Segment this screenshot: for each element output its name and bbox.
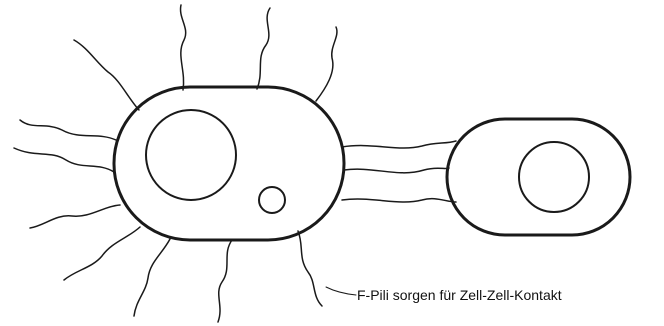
donor-cell xyxy=(114,87,344,240)
f-pilus xyxy=(30,205,120,228)
f-pilus xyxy=(74,40,139,110)
donor-cell-membrane xyxy=(114,87,344,240)
f-pilus xyxy=(298,231,322,306)
f-pilus xyxy=(134,239,170,316)
f-pilus xyxy=(14,148,114,172)
connecting-pilus xyxy=(342,199,456,202)
donor-plasmid xyxy=(259,187,285,213)
donor-nucleoid xyxy=(146,110,236,200)
label-pointer-line xyxy=(326,287,356,295)
f-pilus xyxy=(218,240,232,322)
f-pili-label: F-Pili sorgen für Zell-Zell-Kontakt xyxy=(357,287,562,303)
recipient-cell-membrane xyxy=(447,119,630,235)
f-pilus xyxy=(20,120,116,140)
f-pilus xyxy=(316,27,337,101)
f-pili xyxy=(14,5,337,322)
f-pilus xyxy=(181,5,186,90)
recipient-cell xyxy=(447,119,630,235)
f-pilus xyxy=(257,8,270,89)
recipient-nucleoid xyxy=(519,142,589,212)
connecting-pilus xyxy=(344,168,449,173)
conjugation-pili xyxy=(342,141,456,202)
f-pilus xyxy=(64,227,140,280)
connecting-pilus xyxy=(342,141,456,148)
